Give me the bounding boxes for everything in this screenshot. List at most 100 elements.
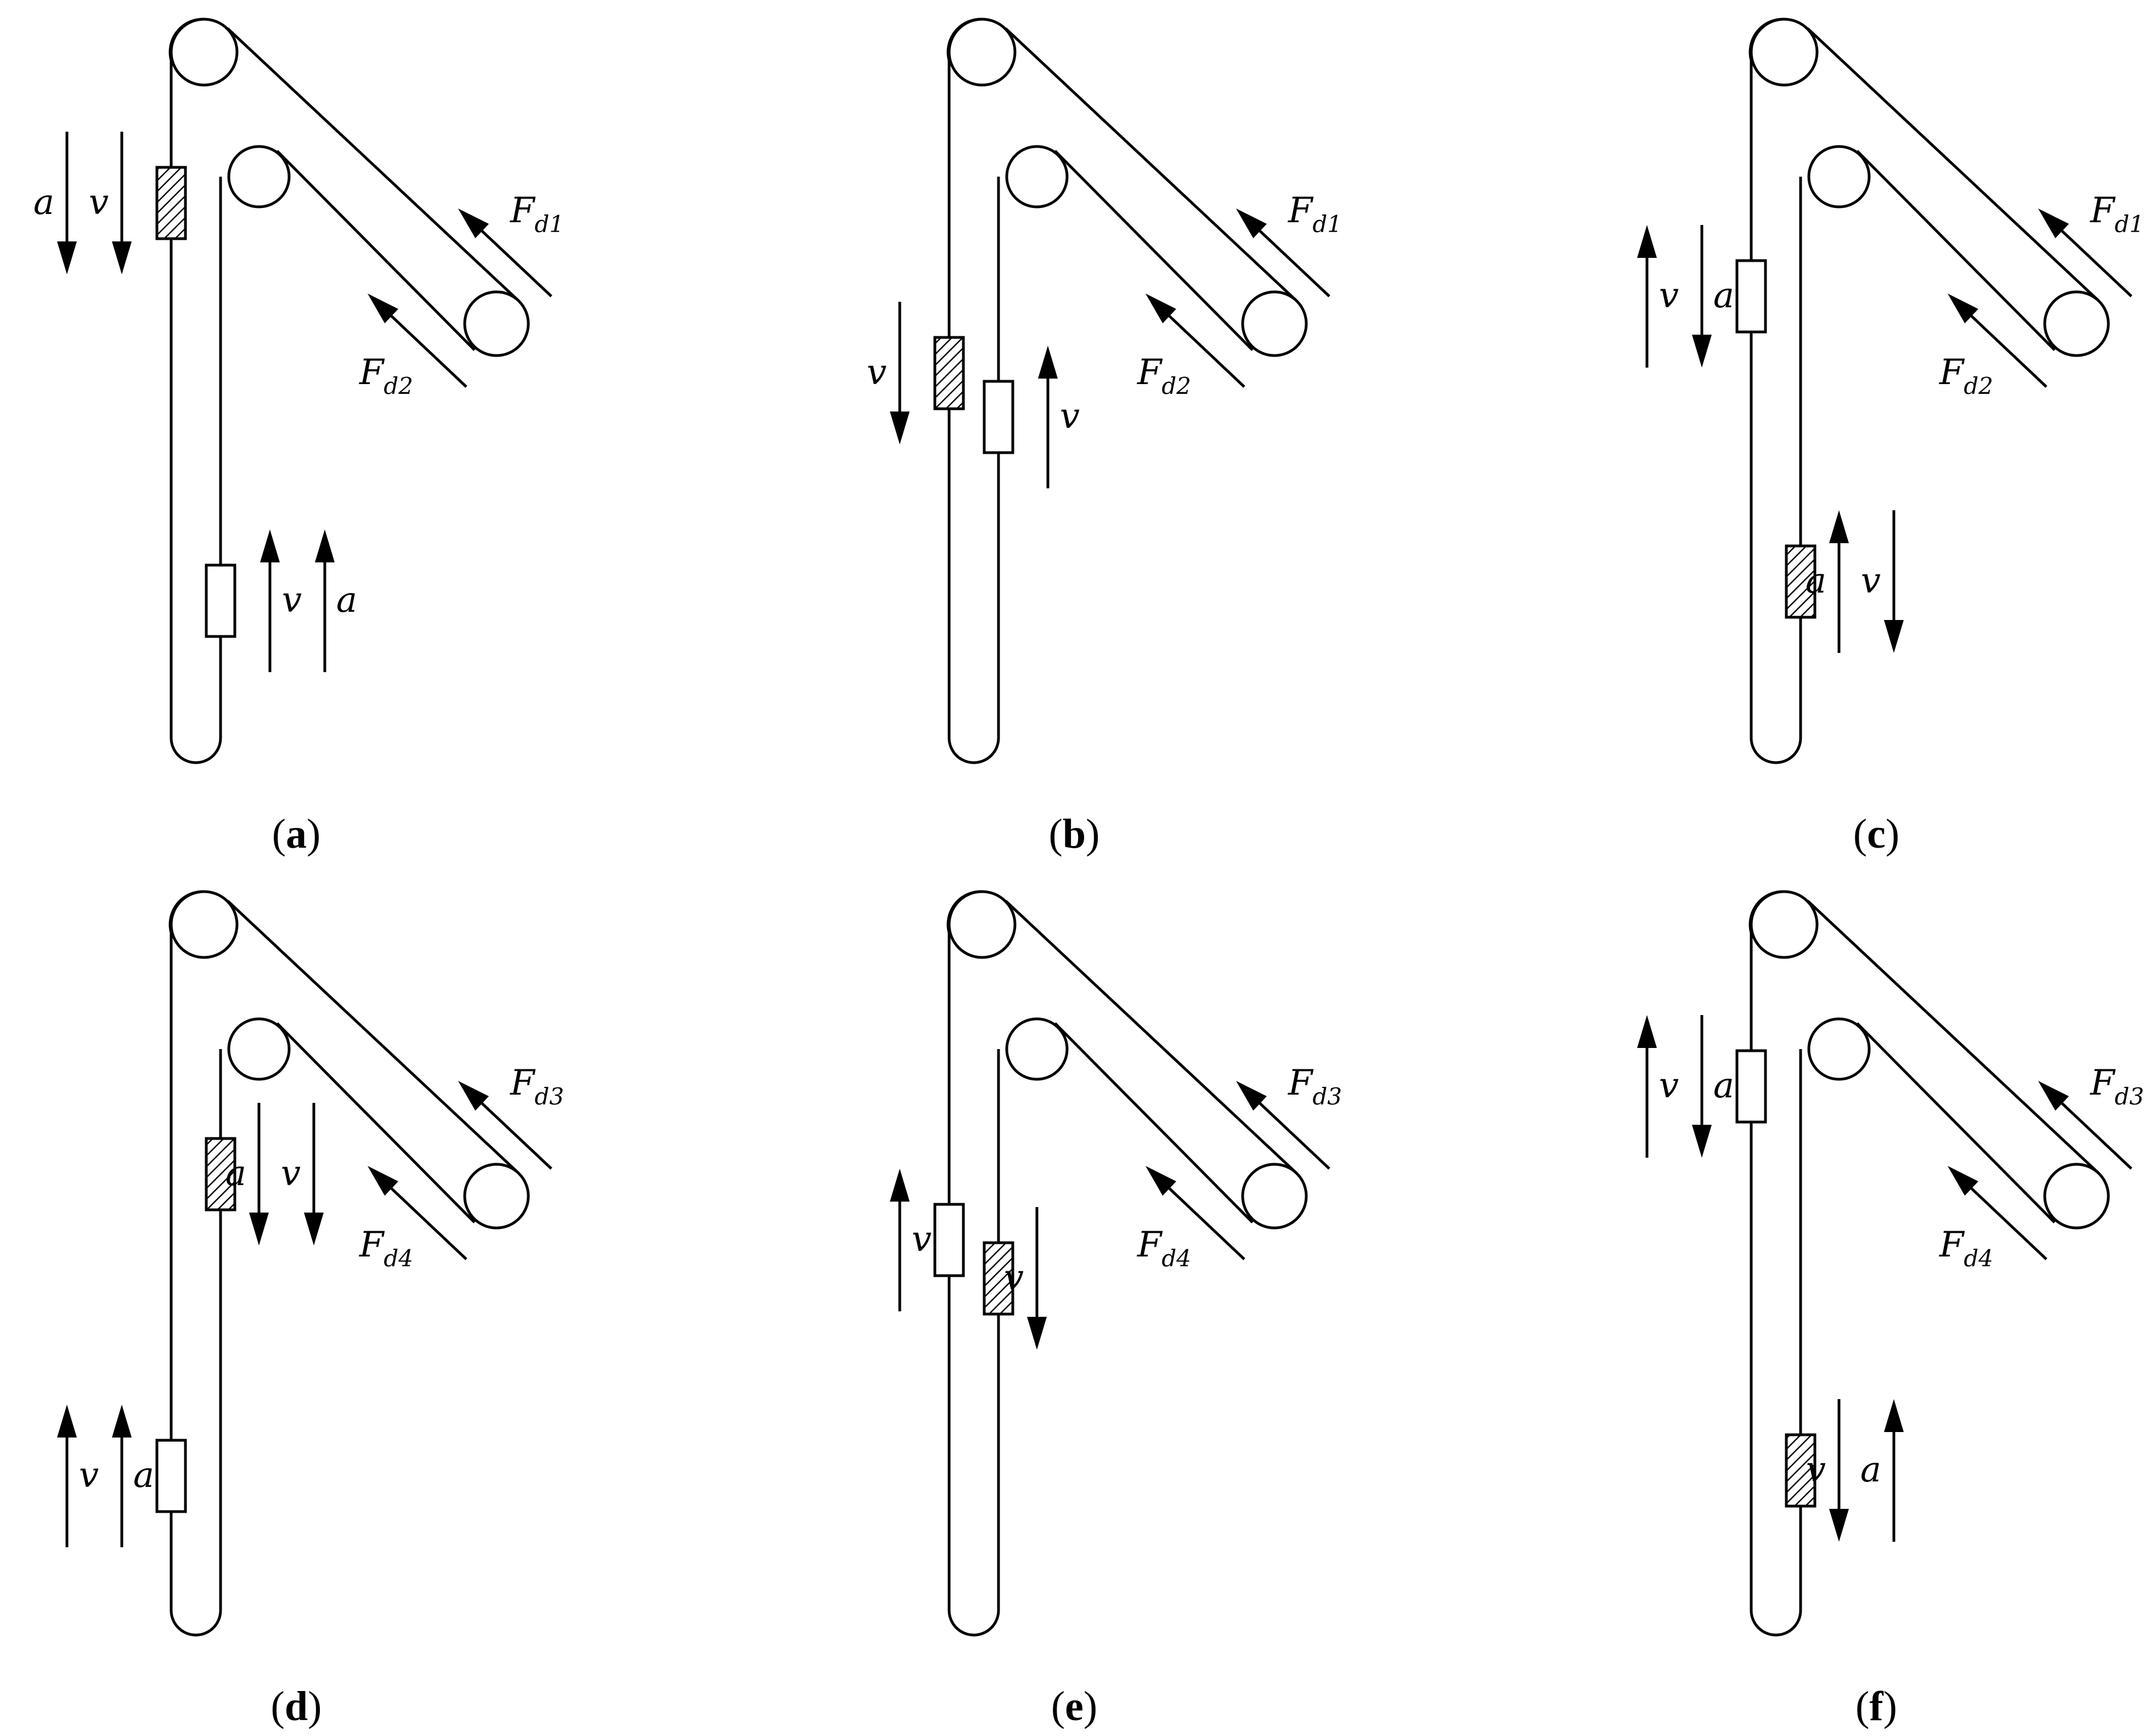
far-pulley bbox=[463, 1163, 530, 1230]
car-arrow-1-head bbox=[112, 1405, 132, 1438]
counterweight bbox=[983, 1241, 1014, 1316]
counterweight bbox=[205, 1137, 236, 1211]
force-lower-label-subscript: d4 bbox=[1964, 1245, 1993, 1272]
force-upper-label-subscript: d1 bbox=[2114, 211, 2144, 238]
force-lower-label: Fd2 bbox=[359, 352, 413, 399]
car-label-0: v bbox=[1060, 396, 1080, 437]
car-arrow-0-head bbox=[1038, 346, 1058, 379]
counterweight-arrow-0-head bbox=[890, 412, 910, 444]
force-lower-label: Fd2 bbox=[1939, 352, 1993, 399]
top-pulley bbox=[947, 18, 1017, 87]
panel-caption: (e) bbox=[1051, 1683, 1097, 1729]
force-lower-arrow bbox=[368, 294, 467, 388]
force-upper-label-symbol: F bbox=[510, 190, 536, 231]
rope-outer-diagonal bbox=[1005, 900, 1297, 1174]
car-arrow-0 bbox=[57, 1405, 77, 1547]
caption-letter: c bbox=[1867, 811, 1886, 857]
force-upper-label: Fd1 bbox=[1288, 190, 1342, 238]
counterweight-arrow-0-head bbox=[1027, 1317, 1047, 1350]
force-upper-label: Fd3 bbox=[510, 1063, 564, 1110]
elevator-car bbox=[933, 1203, 965, 1277]
counterweight-arrow-0-head bbox=[57, 241, 77, 274]
force-lower-arrow-head bbox=[1146, 294, 1176, 324]
caption-letter: b bbox=[1063, 811, 1086, 857]
force-upper-label-symbol: F bbox=[1288, 190, 1314, 231]
rope-outer-diagonal bbox=[227, 27, 520, 302]
car-label-0: v bbox=[79, 1455, 99, 1496]
force-upper-arrow-shaft bbox=[2061, 1102, 2133, 1170]
force-lower-arrow-shaft bbox=[1168, 315, 1245, 388]
rope-outer-left bbox=[168, 18, 205, 738]
far-pulley bbox=[2043, 290, 2110, 357]
counterweight-arrow-1 bbox=[304, 1103, 324, 1245]
force-upper-arrow-head bbox=[2038, 208, 2069, 239]
elevator-car bbox=[155, 1439, 187, 1513]
top-pulley bbox=[170, 18, 239, 87]
force-upper-label-symbol: F bbox=[510, 1063, 536, 1103]
caption-open: ( bbox=[271, 1683, 285, 1729]
caption-letter: e bbox=[1065, 1683, 1084, 1729]
rope-bottom-loop bbox=[947, 737, 1000, 764]
far-pulley bbox=[1241, 1163, 1308, 1230]
counterweight-arrow-0-head bbox=[1829, 510, 1849, 543]
car-arrow-1 bbox=[315, 529, 335, 672]
far-pulley bbox=[1241, 290, 1308, 357]
caption-open: ( bbox=[1049, 811, 1063, 857]
force-lower-label: Fd4 bbox=[359, 1225, 413, 1272]
rope-inner-diagonal bbox=[276, 150, 476, 351]
force-upper-label-symbol: F bbox=[1288, 1063, 1314, 1103]
force-upper-arrow bbox=[1236, 208, 1330, 297]
caption-close: ) bbox=[1084, 1683, 1097, 1729]
counterweight-arrow-0 bbox=[1027, 1207, 1047, 1350]
elevator-car bbox=[205, 563, 236, 638]
force-lower-arrow-head bbox=[368, 1166, 398, 1196]
force-upper-arrow-shaft bbox=[481, 1102, 552, 1170]
caption-close: ) bbox=[307, 811, 320, 857]
caption-open: ( bbox=[1853, 811, 1867, 857]
force-lower-arrow-head bbox=[1948, 1166, 1978, 1196]
car-arrow-0 bbox=[1637, 225, 1657, 368]
force-upper-arrow-shaft bbox=[481, 230, 552, 297]
rope-inner-diagonal bbox=[1856, 150, 2056, 351]
caption-open: ( bbox=[1051, 1683, 1065, 1729]
car-label-1: a bbox=[133, 1455, 154, 1496]
force-lower-label-subscript: d2 bbox=[1964, 373, 1993, 399]
car-arrow-1-head bbox=[1692, 1125, 1712, 1158]
caption-open: ( bbox=[1855, 1683, 1869, 1729]
counterweight-arrow-1 bbox=[1884, 1399, 1904, 1542]
caption-letter: f bbox=[1869, 1683, 1884, 1729]
rope-outer-diagonal bbox=[1005, 27, 1297, 302]
car-arrow-0-head bbox=[260, 529, 280, 562]
force-lower-arrow-head bbox=[1948, 294, 1978, 324]
force-lower-arrow-head bbox=[1146, 1166, 1176, 1196]
force-lower-arrow-shaft bbox=[1168, 1187, 1245, 1260]
force-upper-arrow bbox=[1236, 1081, 1330, 1170]
car-arrow-0 bbox=[260, 529, 280, 672]
force-upper-arrow-head bbox=[2038, 1081, 2069, 1111]
counterweight bbox=[1785, 544, 1816, 619]
force-lower-arrow bbox=[1948, 1166, 2047, 1260]
car-arrow-1-head bbox=[315, 529, 335, 562]
counterweight-arrow-0 bbox=[57, 132, 77, 274]
counterweight-arrow-1-head bbox=[112, 241, 132, 274]
car-arrow-0 bbox=[1038, 346, 1058, 488]
panel-caption: (b) bbox=[1049, 811, 1100, 857]
force-upper-label: Fd1 bbox=[510, 190, 564, 238]
force-lower-label-subscript: d2 bbox=[383, 373, 413, 399]
caption-close: ) bbox=[1086, 811, 1099, 857]
force-upper-arrow-head bbox=[458, 208, 489, 239]
inner-pulley bbox=[1005, 1017, 1069, 1081]
force-upper-label: Fd1 bbox=[2090, 190, 2144, 238]
top-pulley bbox=[170, 890, 239, 959]
panel-caption: (d) bbox=[271, 1683, 322, 1729]
caption-letter: d bbox=[285, 1683, 308, 1729]
car-arrow-1 bbox=[1692, 1015, 1712, 1158]
counterweight-label-0: v bbox=[1806, 1450, 1826, 1490]
force-upper-label-subscript: d3 bbox=[1312, 1083, 1342, 1110]
inner-pulley bbox=[227, 1017, 291, 1081]
force-lower-arrow-shaft bbox=[1970, 1187, 2047, 1260]
